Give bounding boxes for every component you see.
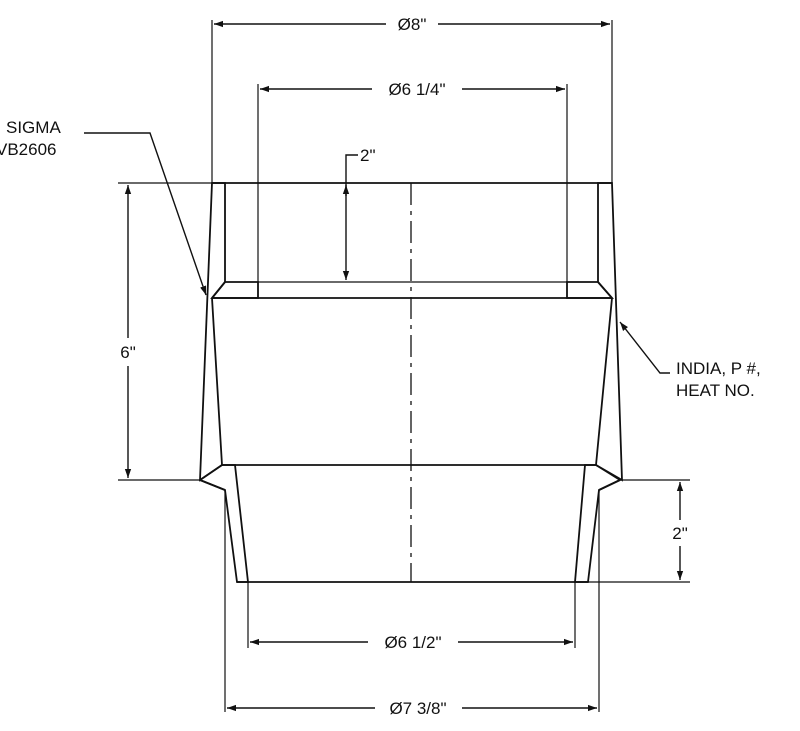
callout-labels: SIGMA VB2606 INDIA, P #, HEAT NO.: [0, 118, 761, 400]
bottom-outer-diameter-label: Ø7 3/8": [389, 699, 446, 718]
bottom-inner-diameter-label: Ø6 1/2": [384, 633, 441, 652]
extension-lines: [118, 20, 690, 712]
right-shoulder: [598, 479, 621, 491]
right-callout-line1: INDIA, P #,: [676, 359, 761, 378]
leader-lines: [84, 132, 670, 374]
dimension-lines: [124, 20, 684, 712]
overall-height-label: 6": [120, 343, 136, 362]
right-leader: [619, 321, 670, 374]
left-callout-line1: SIGMA: [6, 118, 61, 137]
bottom-height-label: 2": [672, 524, 688, 543]
left-upper-wall: [199, 182, 226, 482]
dimension-labels: Ø8" Ø6 1/4" 2" 6" 2" Ø6 1/2" Ø7 3/8": [120, 15, 688, 718]
socket-depth-label: 2": [360, 146, 376, 165]
right-ledge: [566, 281, 614, 299]
left-callout-line2: VB2606: [0, 140, 57, 159]
left-leader: [84, 132, 207, 296]
right-upper-wall: [595, 182, 623, 482]
right-callout-line2: HEAT NO.: [676, 381, 755, 400]
top-outer-diameter-label: Ø8": [398, 15, 427, 34]
left-shoulder: [199, 479, 226, 491]
body-outlines: [199, 182, 621, 583]
left-ledge: [210, 281, 259, 299]
top-inner-diameter-label: Ø6 1/4": [388, 80, 445, 99]
